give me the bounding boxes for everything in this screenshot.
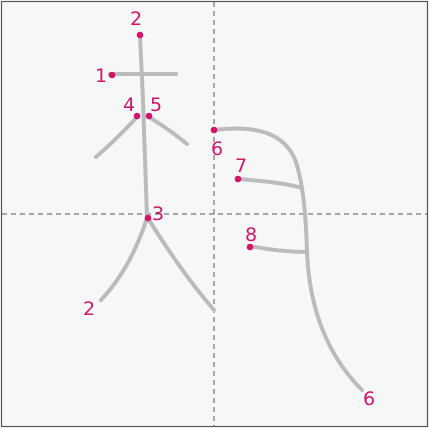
label-stroke-6-end: 6 bbox=[363, 388, 375, 410]
stroke-2 bbox=[138, 34, 149, 220]
label-stroke-2: 2 bbox=[130, 8, 142, 30]
start-dot-5 bbox=[145, 112, 153, 120]
label-stroke-6: 6 bbox=[211, 138, 223, 160]
stroke-number-labels: 1 2 2 3 4 5 6 6 7 8 bbox=[83, 8, 375, 410]
stroke-6 bbox=[212, 126, 364, 392]
stroke-3 bbox=[147, 218, 216, 312]
label-stroke-4: 4 bbox=[123, 94, 135, 116]
stroke-7 bbox=[236, 177, 304, 190]
stroke-8 bbox=[248, 244, 308, 254]
label-stroke-1: 1 bbox=[95, 65, 107, 87]
stroke-start-dots bbox=[108, 31, 254, 251]
start-dot-4 bbox=[133, 112, 141, 120]
start-dot-1 bbox=[108, 71, 116, 79]
label-stroke-8: 8 bbox=[245, 224, 257, 246]
stroke-2-tail bbox=[99, 216, 149, 302]
start-dot-3 bbox=[144, 214, 152, 222]
stroke-5 bbox=[147, 115, 189, 146]
label-stroke-5: 5 bbox=[150, 94, 162, 116]
character-strokes bbox=[94, 34, 364, 392]
stroke-4 bbox=[94, 115, 139, 159]
start-dot-7 bbox=[234, 175, 242, 183]
label-stroke-2-end: 2 bbox=[83, 298, 95, 320]
start-dot-6 bbox=[210, 126, 218, 134]
start-dot-2 bbox=[136, 31, 144, 39]
label-stroke-3: 3 bbox=[152, 203, 164, 225]
start-dot-8 bbox=[246, 243, 254, 251]
label-stroke-7: 7 bbox=[235, 155, 247, 177]
